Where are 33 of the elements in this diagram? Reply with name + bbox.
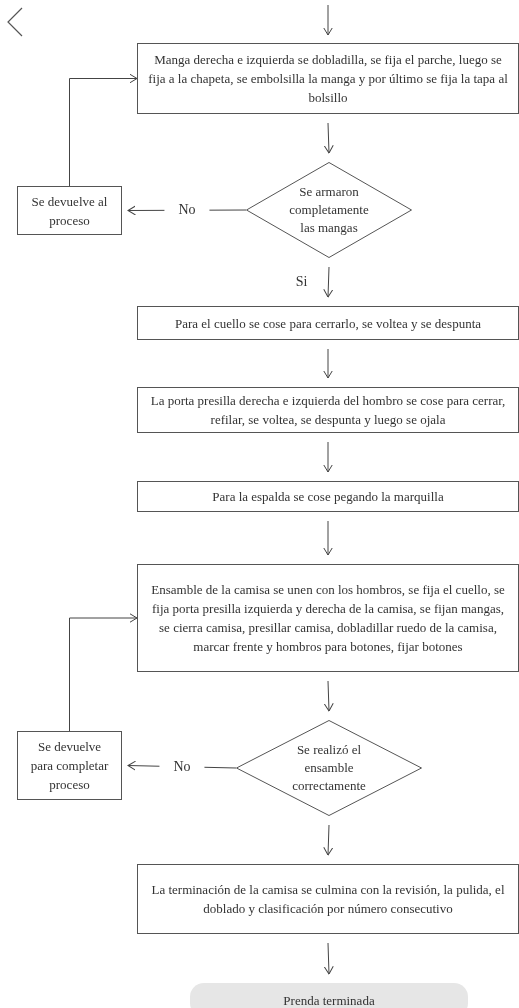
process-box bbox=[137, 564, 519, 672]
step-text: La terminación de la camisa se culmina con la revisión, la pulida, el doblado y clasificación por número consecutivo bbox=[150, 881, 506, 918]
terminal-pill bbox=[190, 983, 468, 1008]
step-text: Se armaron completamente las mangas bbox=[288, 183, 370, 237]
step-text: Manga derecha e izquierda se dobladilla, se fija el parche, luego se fija a la chapeta, se embolsilla la manga y por último se fija la tapa al bolsillo bbox=[147, 51, 509, 107]
process-box bbox=[137, 864, 519, 934]
step-text: Ensamble de la camisa se unen con los hombros, se fija el cuello, se fija porta presilla izquierda y derecha de la camisa, se fijan mangas, se cierra camisa, presillar camisa, dobladillar ruedo de la camisa, marcar frente y hombros para botones, fijar botones bbox=[150, 581, 506, 656]
step-text: Para la espalda se cose pegando la marquilla bbox=[212, 488, 444, 506]
arrow bbox=[323, 4, 333, 36]
arrow bbox=[323, 680, 334, 712]
arrow bbox=[69, 73, 138, 187]
step-text: La porta presilla derecha e izquierda del hombro se cose para cerrar, refilar, se voltea, se despunta y luego se ojala bbox=[149, 392, 507, 429]
arrow bbox=[323, 266, 334, 298]
process-box bbox=[17, 731, 122, 800]
arrow bbox=[323, 122, 334, 154]
step-text: Se devuelve al proceso bbox=[30, 192, 109, 230]
arrow bbox=[323, 348, 333, 379]
decision-diamond bbox=[236, 720, 422, 816]
step-text: Prenda terminada bbox=[283, 991, 375, 1008]
process-box bbox=[137, 306, 519, 340]
arrow bbox=[323, 942, 334, 975]
step-text: Para el cuello se cose para cerrarlo, se voltea y se despunta bbox=[174, 314, 482, 333]
process-box bbox=[137, 387, 519, 433]
process-box bbox=[137, 481, 519, 512]
arrow bbox=[323, 520, 333, 556]
process-box bbox=[17, 186, 122, 235]
arrow bbox=[69, 613, 138, 732]
arrow bbox=[323, 824, 334, 856]
process-box bbox=[137, 43, 519, 114]
step-text: Se devuelve para completar proceso bbox=[29, 738, 110, 794]
decision-diamond bbox=[246, 162, 412, 258]
step-text: Se realizó el ensamble correctamente bbox=[291, 741, 367, 795]
arrow bbox=[323, 441, 333, 473]
